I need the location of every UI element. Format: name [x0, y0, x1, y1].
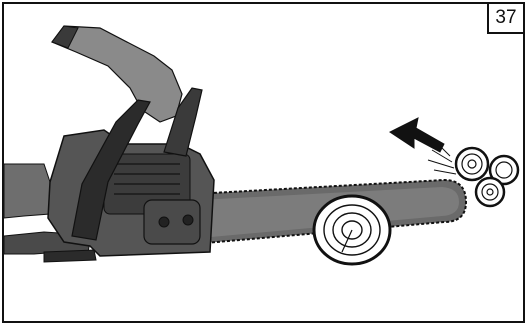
- page-number: 37: [487, 4, 523, 34]
- operator-left-arm: [4, 164, 50, 218]
- chainsaw-illustration: [4, 4, 523, 321]
- kickback-arrow-icon: [390, 118, 444, 152]
- bar-nut-front: [159, 217, 169, 227]
- rear-handle: [44, 250, 96, 262]
- log-cross-section: [314, 196, 390, 264]
- bar-nut-rear: [183, 215, 193, 225]
